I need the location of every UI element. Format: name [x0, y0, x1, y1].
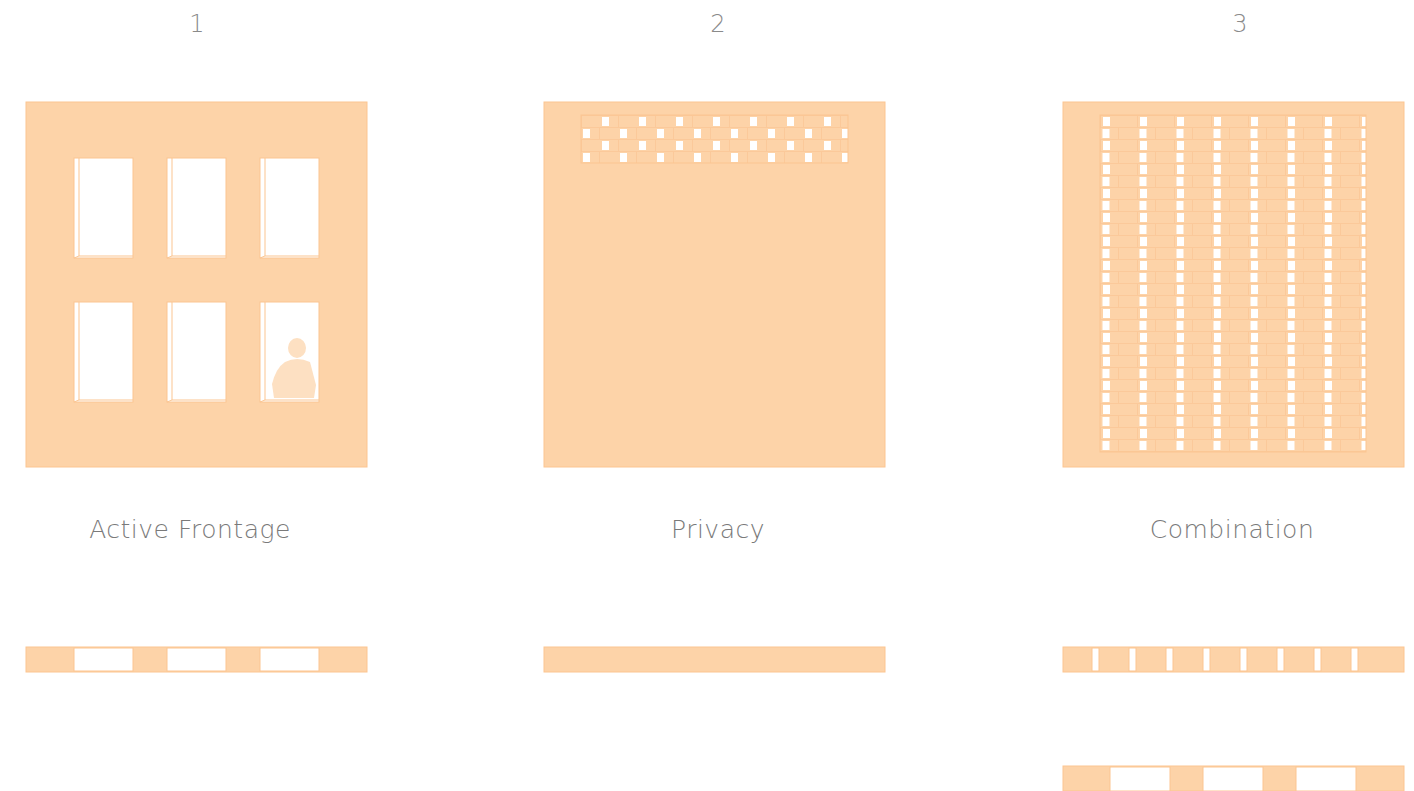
- facade-privacy: [544, 102, 885, 467]
- panel-caption: Active Frontage: [89, 517, 291, 542]
- panel-caption: Combination: [1150, 517, 1314, 542]
- facade-windows: [26, 102, 367, 467]
- plan-strips: [26, 647, 1404, 791]
- panel-number: 2: [710, 12, 725, 36]
- panel-number: 3: [1232, 12, 1247, 36]
- facade-screen: [1063, 102, 1404, 467]
- panel-caption: Privacy: [671, 517, 765, 542]
- panel-number: 1: [189, 12, 204, 36]
- person-silhouette: [272, 338, 316, 398]
